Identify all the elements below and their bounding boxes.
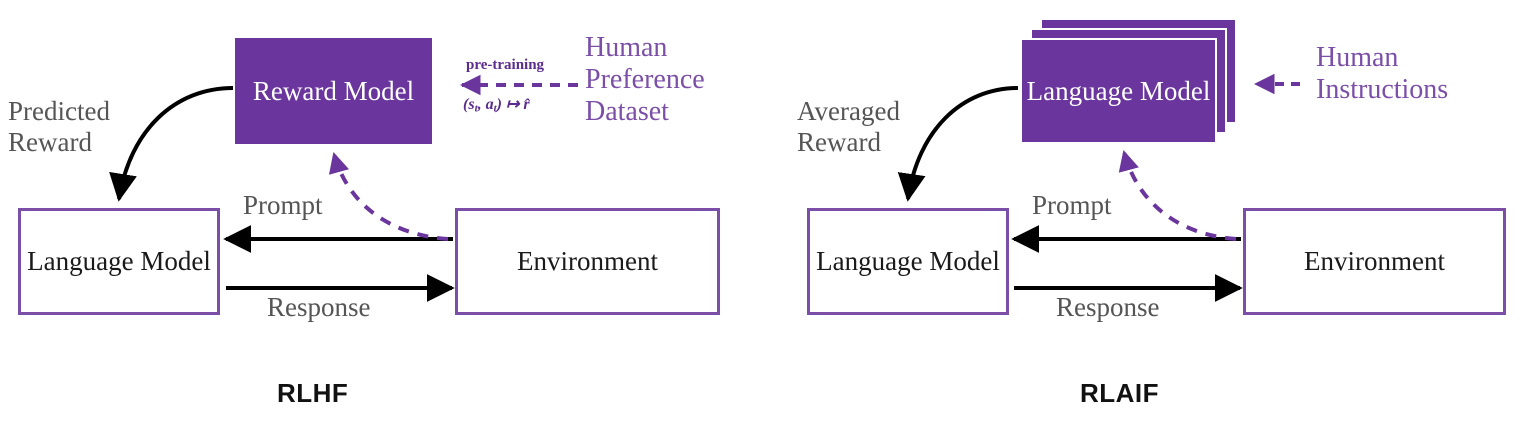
label-predicted-reward: Predicted Reward — [8, 96, 110, 158]
label-response-right: Response — [1056, 292, 1160, 322]
label-prompt-right: Prompt — [1032, 190, 1112, 220]
label-reward-mapping: (st, at) ↦ r̂ — [463, 96, 530, 115]
edge-reward-feedback-left — [328, 151, 449, 241]
math-s-subscript: t — [474, 102, 478, 115]
math-s: s — [468, 96, 475, 113]
label-human-preference-dataset: Human Preference Dataset — [585, 32, 705, 128]
label-pre-training: pre-training — [466, 57, 545, 73]
node-language-model-stack[interactable]: Language Model — [1020, 38, 1217, 144]
label-prompt-left: Prompt — [243, 190, 323, 220]
node-environment-right[interactable]: Environment — [1243, 208, 1506, 315]
label-human-instructions: Human Instructions — [1316, 42, 1449, 106]
node-environment-left[interactable]: Environment — [455, 208, 720, 315]
math-a-subscript: t — [493, 102, 497, 115]
math-a: a — [485, 96, 494, 113]
node-reward-model[interactable]: Reward Model — [235, 38, 432, 144]
math-r-hat: r̂ — [523, 96, 530, 113]
edge-averaged-reward — [897, 86, 1019, 202]
node-language-model-right[interactable]: Language Model — [807, 208, 1009, 315]
caption-rlaif: RLAIF — [1080, 378, 1160, 408]
caption-rlhf: RLHF — [277, 378, 349, 408]
node-language-model-left[interactable]: Language Model — [18, 208, 220, 315]
label-averaged-reward: Averaged Reward — [797, 96, 900, 158]
edge-predicted-reward — [109, 86, 234, 202]
label-response-left: Response — [267, 292, 371, 322]
edge-instruction-feedback-right — [1118, 149, 1237, 241]
